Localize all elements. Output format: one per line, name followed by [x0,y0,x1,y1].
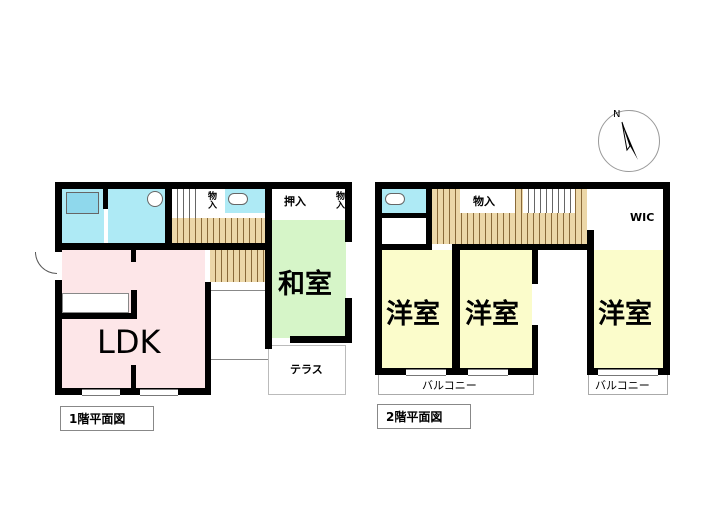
floor2-title: 2階平面図 [377,404,471,429]
wall [55,182,62,252]
kitchen-wall [62,313,137,319]
wall [663,182,670,375]
balcony-2 [588,375,668,395]
wall [103,189,108,209]
youshitsu-1 [382,250,452,368]
wall [375,244,432,250]
toilet-fixture [228,193,248,205]
wall [532,325,538,375]
stairs-1f-upper [172,189,200,218]
terrace-label: テラス [290,363,323,376]
storage-1f-a [202,189,218,218]
youshitsu-3-label: 洋室 [598,299,652,330]
wall [532,244,538,284]
wall [205,282,211,395]
kitchen-counter [62,293,129,313]
youshitsu-1-label: 洋室 [386,299,440,330]
wall [426,189,432,249]
terrace [268,345,346,395]
wall [265,189,272,349]
wall [131,250,136,262]
wall [345,298,352,343]
storage-1f-a-label: 物入 [206,191,216,209]
compass: N [598,109,660,172]
storage-2f [460,189,515,213]
wic [594,189,664,245]
window [468,369,508,376]
compass-north-label: N [613,109,621,120]
window [598,369,658,376]
oshiire-label: 押入 [284,195,306,208]
wall [587,230,594,375]
window [406,369,446,376]
wall [165,189,172,244]
wall [375,368,538,375]
balcony-1-label: バルコニー [422,379,477,392]
storage-1f-b-label: 物入 [334,191,344,209]
wall [345,182,352,242]
oshiire [272,189,326,213]
wall [452,244,592,250]
sink [147,191,163,207]
stairs-hall-1f [172,218,270,244]
youshitsu-2 [460,250,532,368]
window [140,389,178,396]
washitsu-room [272,220,346,338]
floor1-title: 1階平面図 [60,406,154,431]
stairs-1f-lower [210,250,266,282]
entry-door [35,252,57,274]
wall [290,336,352,343]
storage-1f-b [330,189,346,213]
youshitsu-2-label: 洋室 [465,299,519,330]
wall [55,243,270,250]
wall [375,182,382,375]
balcony-2-label: バルコニー [595,379,650,392]
wall [131,365,136,395]
kitchen-wall-v [131,290,137,319]
wall [55,182,352,189]
toilet-fixture [385,193,405,205]
wall [452,244,460,375]
youshitsu-3 [594,250,664,368]
ldk-label: LDK [97,323,161,361]
wall [375,213,432,218]
storage-2f-label: 物入 [473,195,495,208]
wic-label: WIC [630,211,655,224]
wall [375,182,670,189]
balcony-1 [378,375,534,395]
hall-1f [210,290,268,360]
bathtub [66,192,99,214]
wall [55,280,62,395]
window [82,389,120,396]
washitsu-label: 和室 [278,269,332,300]
north-arrow-icon [621,121,638,160]
stairs-2f [523,189,575,213]
